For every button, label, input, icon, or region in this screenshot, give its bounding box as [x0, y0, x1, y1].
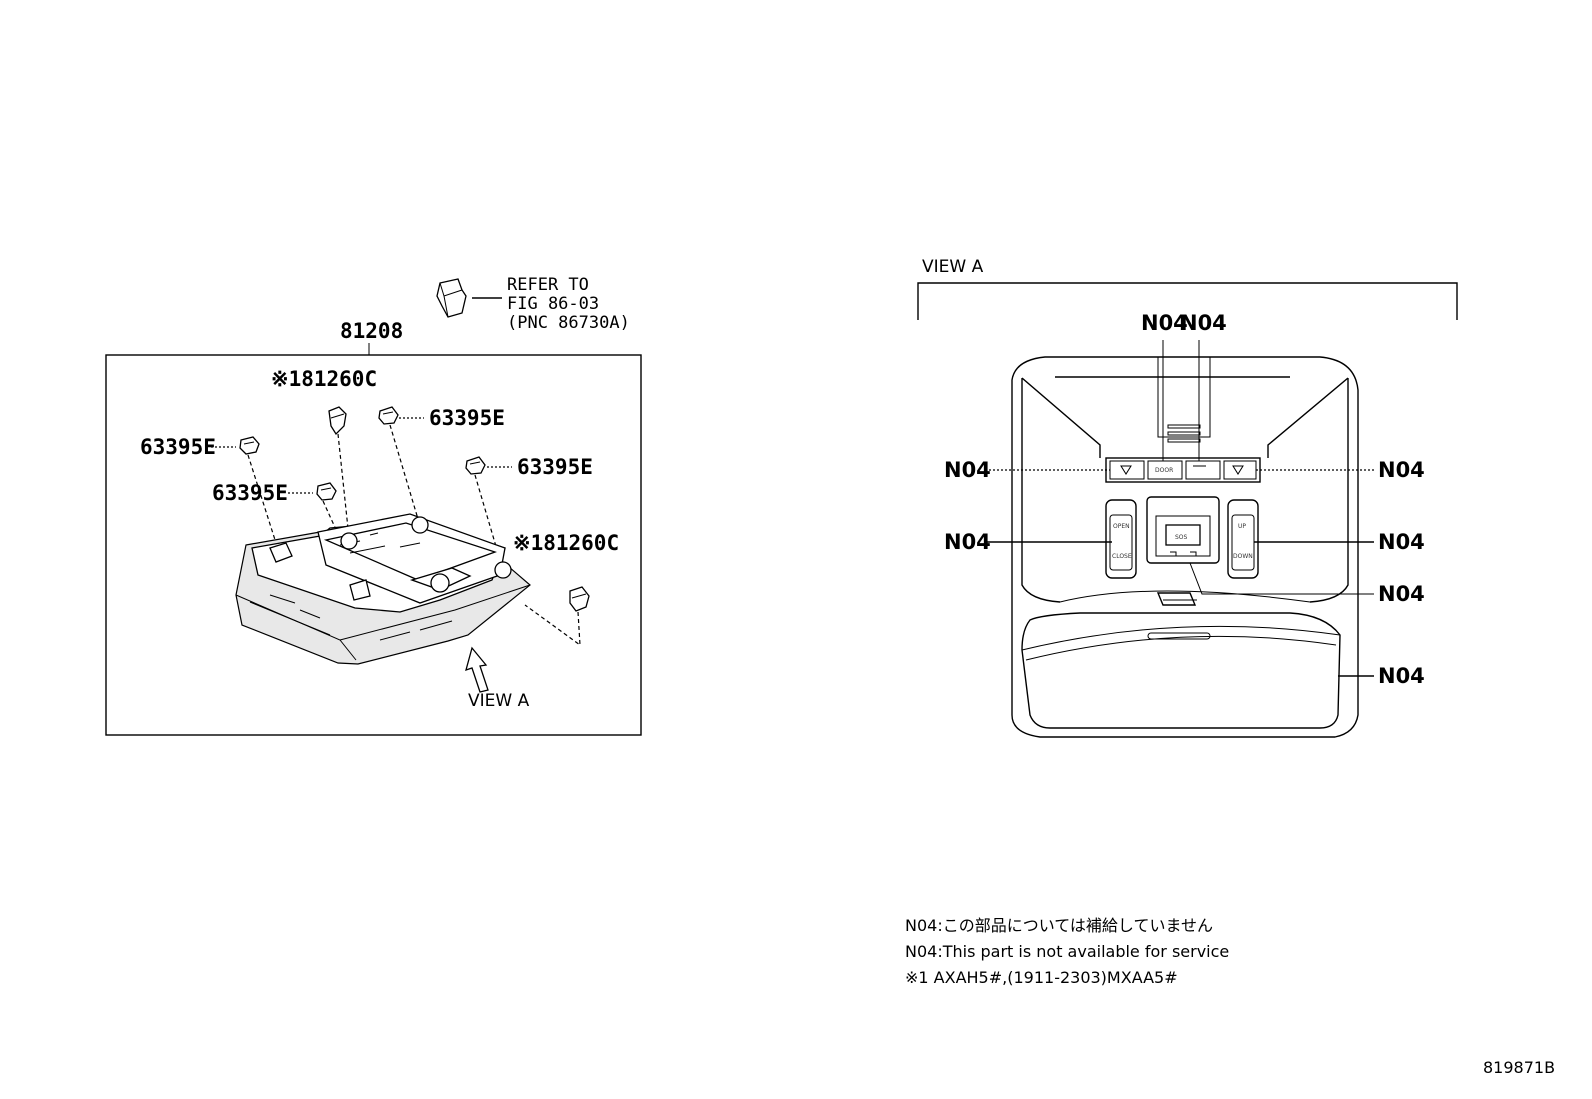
note-jp: N04:この部品については補給していません: [905, 916, 1213, 935]
door-button[interactable]: [1147, 460, 1183, 480]
n04-callout-right-3: N04: [1378, 582, 1425, 606]
connector-icon: [436, 278, 467, 318]
assembly-frame: [105, 354, 642, 736]
lamp-bulb-icon: [328, 406, 347, 436]
n04-callout-right-4: N04: [1378, 664, 1425, 688]
clip-icon: [316, 482, 337, 501]
sos-module: [1146, 496, 1220, 564]
view-bracket: [917, 282, 1458, 320]
figure-id: 819871B: [1483, 1058, 1556, 1077]
sos-label: SOS: [1175, 534, 1188, 541]
lamp-bulb-icon: [569, 586, 590, 612]
callout-clip-top-center: 63395E: [429, 406, 505, 430]
n04-callout-right-1: N04: [1378, 458, 1425, 482]
right-panel: VIEW A DOOR OPE: [917, 257, 1458, 738]
n04-callout-right-2: N04: [1378, 530, 1425, 554]
top-switch-row: [1105, 457, 1261, 483]
down-label: DOWN: [1233, 553, 1253, 560]
assembly-part-number: 81208: [340, 319, 403, 343]
door-label: DOOR: [1155, 467, 1173, 474]
view-a-arrow: [465, 646, 489, 693]
sunglass-holder-handle[interactable]: [1147, 632, 1211, 640]
n04-leaders: [985, 340, 1374, 677]
dome-button[interactable]: [1185, 460, 1221, 480]
open-label: OPEN: [1113, 523, 1130, 530]
n04-callout-top-left: N04: [1141, 311, 1188, 335]
sos-button[interactable]: [1165, 524, 1201, 546]
callout-clip-top-left: 63395E: [140, 435, 216, 459]
clip-icon: [378, 406, 399, 425]
view-title: VIEW A: [922, 257, 984, 277]
view-a-label: VIEW A: [468, 691, 530, 711]
close-label: CLOSE: [1112, 553, 1132, 560]
left-panel: REFER TO FIG 86-03 (PNC 86730A) 81208 ※1…: [105, 275, 642, 736]
up-label: UP: [1238, 523, 1246, 530]
console-front-view: DOOR OPEN CLOSE UP DOWN SOS: [1011, 356, 1359, 738]
clip-icon: [465, 456, 486, 475]
note-applicability: ※1 AXAH5#,(1911-2303)MXAA5#: [905, 968, 1178, 987]
sunroof-open-close-switch[interactable]: [1105, 499, 1137, 579]
notes-block: N04:この部品については補給していません N04:This part is n…: [905, 913, 1229, 991]
callout-lamp-right: ※181260C: [513, 531, 619, 555]
n04-callout-left-1: N04: [944, 458, 991, 482]
overhead-console-assembly: [235, 513, 531, 665]
clip-icon: [239, 436, 260, 455]
note-en: N04:This part is not available for servi…: [905, 942, 1230, 961]
map-lamp-left-button[interactable]: [1109, 460, 1145, 480]
callout-clip-mid-left: 63395E: [212, 481, 288, 505]
refer-line-1: REFER TO: [507, 275, 589, 295]
sunglass-holder[interactable]: [1021, 612, 1341, 729]
callout-lamp-top: ※181260C: [271, 367, 377, 391]
n04-callout-top-right: N04: [1180, 311, 1227, 335]
refer-line-2: FIG 86-03: [507, 294, 599, 314]
n04-callout-left-2: N04: [944, 530, 991, 554]
refer-line-3: (PNC 86730A): [507, 313, 630, 333]
tilt-up-down-switch[interactable]: [1227, 499, 1259, 579]
callout-clip-right: 63395E: [517, 455, 593, 479]
